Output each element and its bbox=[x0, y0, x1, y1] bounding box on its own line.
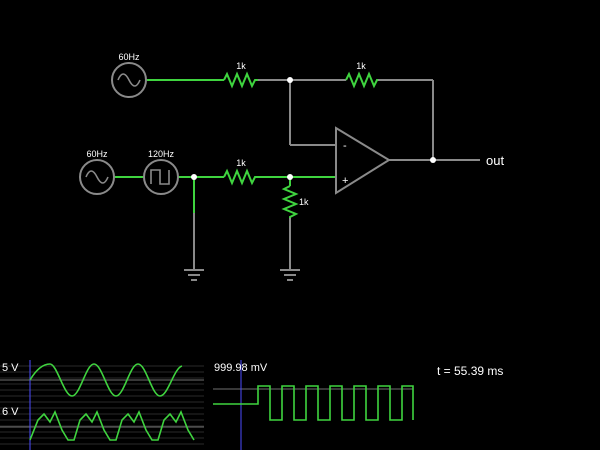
resistor-r3[interactable] bbox=[281, 185, 299, 218]
source-label-bottom-square: 120Hz bbox=[148, 149, 175, 159]
sine-source-bottom[interactable] bbox=[79, 159, 115, 195]
opamp[interactable]: - + bbox=[335, 126, 391, 195]
resistor-feedback-label: 1k bbox=[356, 61, 366, 71]
ground-symbol-left[interactable] bbox=[184, 269, 204, 281]
output-label: out bbox=[486, 153, 504, 168]
source-label-bottom-sine: 60Hz bbox=[86, 149, 108, 159]
junction-node bbox=[287, 174, 293, 180]
resistor-r1-label: 1k bbox=[236, 61, 246, 71]
scope-left-trace-sine bbox=[29, 363, 183, 397]
sine-wave-icon bbox=[117, 73, 141, 87]
scope-right-trace-square bbox=[213, 385, 414, 421]
junction-node bbox=[191, 174, 197, 180]
junction-node bbox=[430, 157, 436, 163]
resistor-r2-label: 1k bbox=[236, 158, 246, 168]
scope-left-top-label: 5 V bbox=[2, 362, 19, 374]
resistor-feedback[interactable] bbox=[345, 71, 378, 89]
scope-left-bottom-label: 6 V bbox=[2, 406, 19, 418]
time-readout: t = 55.39 ms bbox=[437, 364, 503, 378]
wire-bottom-input[interactable] bbox=[115, 176, 336, 270]
sine-source-top[interactable] bbox=[111, 62, 147, 98]
source-label-top: 60Hz bbox=[118, 52, 140, 62]
sine-wave-icon bbox=[85, 170, 109, 184]
junction-node bbox=[287, 77, 293, 83]
scope-left-trace-sum bbox=[29, 410, 195, 441]
scope-left[interactable]: 5 V 6 V bbox=[0, 360, 204, 450]
square-source[interactable] bbox=[143, 159, 179, 195]
ground-symbol-right[interactable] bbox=[280, 269, 300, 281]
opamp-plus-label: + bbox=[342, 175, 348, 187]
resistor-r2[interactable] bbox=[223, 168, 258, 186]
resistor-r1[interactable] bbox=[223, 71, 258, 89]
resistor-r3-label: 1k bbox=[299, 197, 309, 207]
scope-right[interactable]: 999.98 mV bbox=[213, 360, 414, 450]
wire-feedback[interactable] bbox=[289, 79, 434, 160]
square-wave-icon bbox=[150, 169, 170, 185]
scope-right-label: 999.98 mV bbox=[214, 362, 268, 374]
opamp-minus-label: - bbox=[343, 140, 347, 152]
